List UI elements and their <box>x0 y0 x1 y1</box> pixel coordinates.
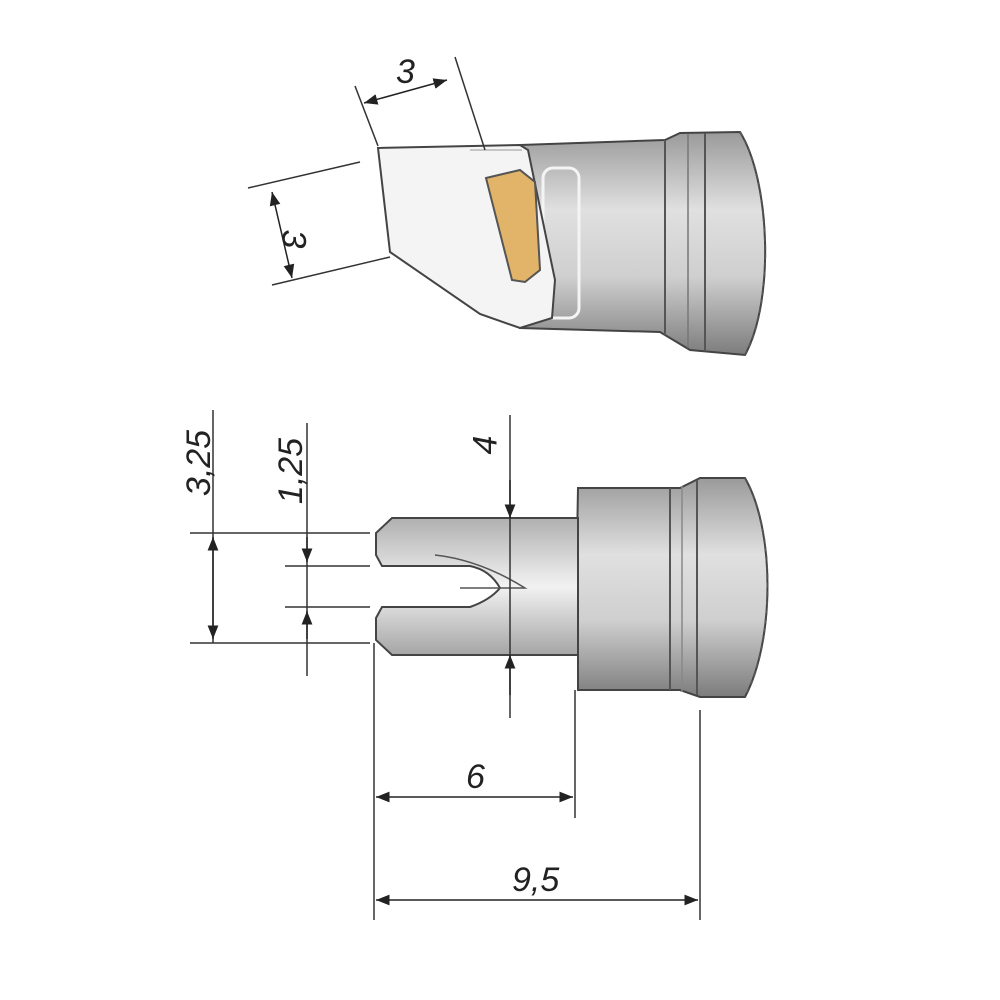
top-body <box>519 130 767 357</box>
dim-top-width: 3 <box>396 53 415 91</box>
dim-inner-gap: 1,25 <box>272 437 311 505</box>
dim-shaft-length: 6 <box>466 758 485 796</box>
bottom-view <box>190 410 769 920</box>
dim-top-height: 3 <box>274 229 313 249</box>
shaft-body <box>573 477 769 698</box>
dim-slot-length: 4 <box>466 435 505 455</box>
top-view <box>247 56 767 357</box>
dim-outer-opening: 3,25 <box>180 429 219 497</box>
fork-tip <box>375 517 579 656</box>
tinned-face <box>484 168 542 284</box>
dim-total-length: 9,5 <box>512 861 560 899</box>
